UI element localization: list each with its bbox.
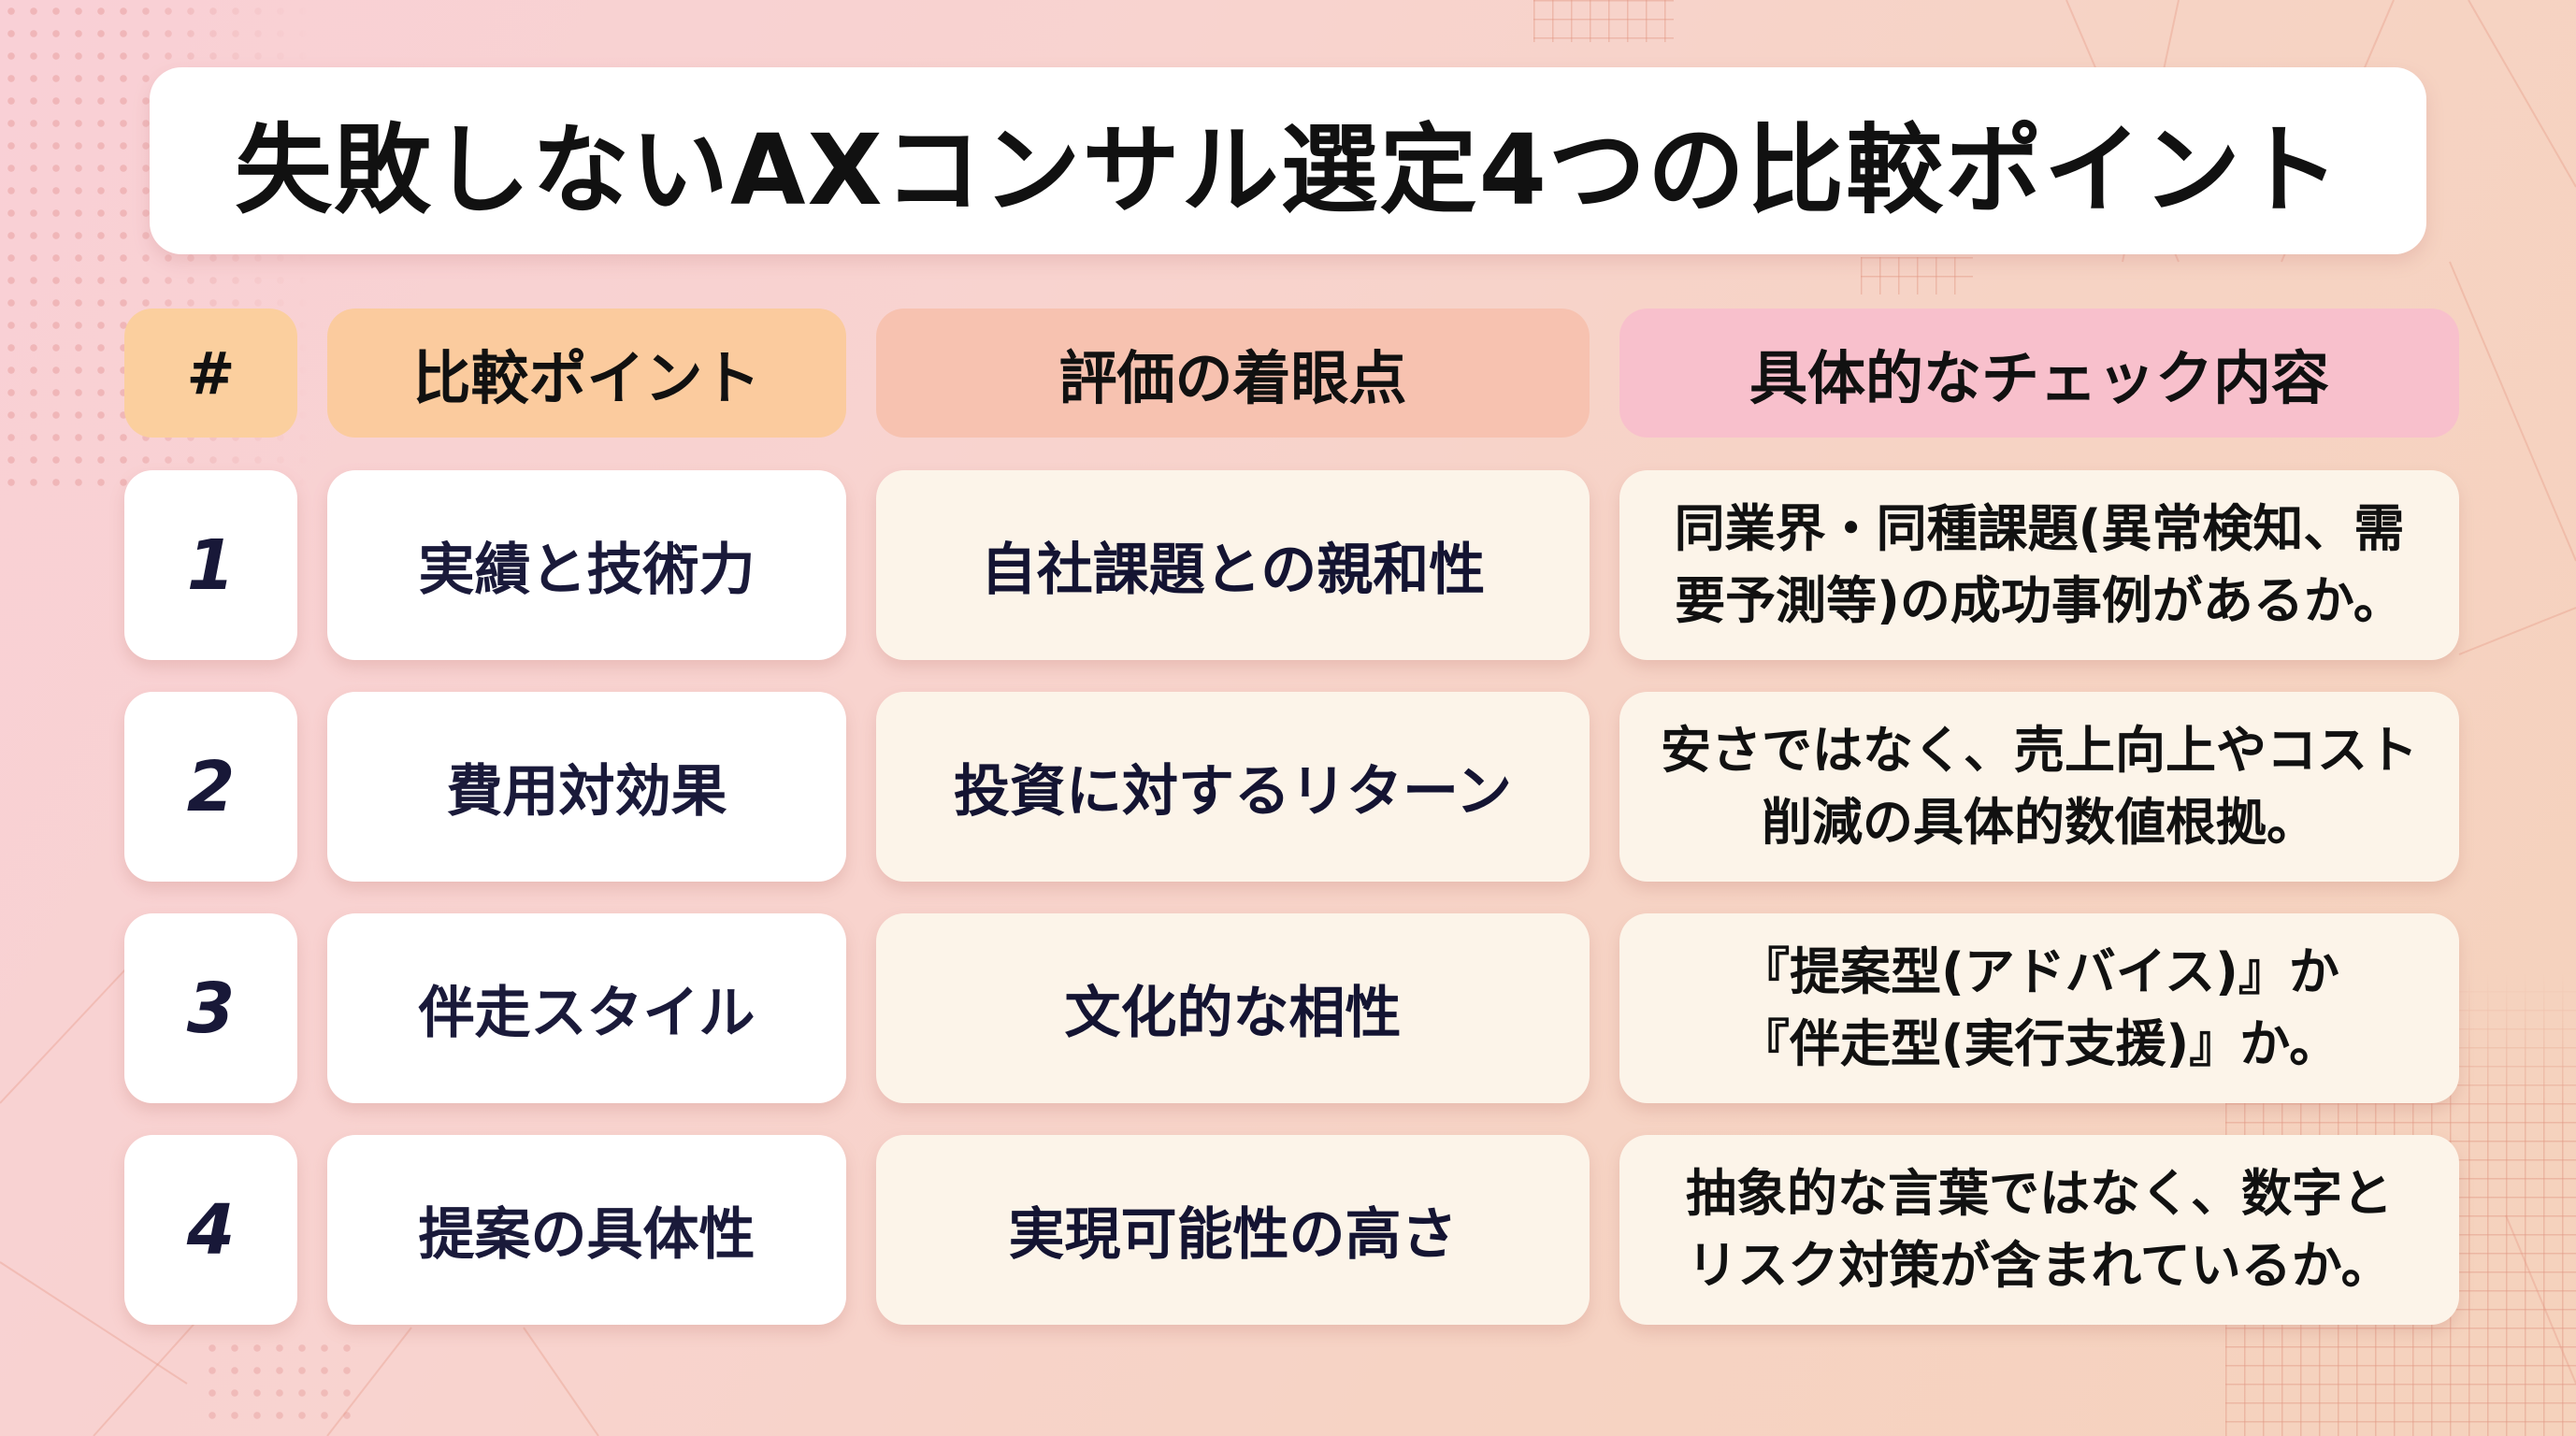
table-row-1-focus: 自社課題との親和性 xyxy=(876,470,1590,660)
table-row-3-focus: 文化的な相性 xyxy=(876,913,1590,1103)
check-detail: 安さではなく、売上向上やコスト 削減の具体的数値根拠。 xyxy=(1661,720,2418,852)
table-row-1-point: 実績と技術力 xyxy=(327,470,846,660)
header-comparison-point-label: 比較ポイント xyxy=(412,344,761,412)
comparison-point: 実績と技術力 xyxy=(418,538,756,603)
dot-pattern-bottom-left xyxy=(201,1337,360,1430)
check-detail: 抽象的な言葉ではなく、数字と リスク対策が含まれているか。 xyxy=(1686,1163,2393,1295)
table-row-4-number: 4 xyxy=(124,1135,297,1325)
table-row-3-number: 3 xyxy=(124,913,297,1103)
evaluation-focus: 文化的な相性 xyxy=(1064,981,1402,1046)
header-check-details-label: 具体的なチェック内容 xyxy=(1749,344,2329,412)
table-row-3-point: 伴走スタイル xyxy=(327,913,846,1103)
table-row-3-detail: 『提案型(アドバイス)』か 『伴走型(実行支援)』か。 xyxy=(1619,913,2459,1103)
page-title: 失敗しないAXコンサル選定4つの比較ポイント xyxy=(234,112,2342,227)
grid-pattern-top xyxy=(1533,0,1674,42)
header-number: # xyxy=(124,309,297,438)
table-row-2-detail: 安さではなく、売上向上やコスト 削減の具体的数値根拠。 xyxy=(1619,692,2459,882)
evaluation-focus: 実現可能性の高さ xyxy=(1008,1202,1458,1268)
check-detail: 同業界・同種課題(異常検知、需 要予測等)の成功事例があるか。 xyxy=(1674,498,2405,630)
header-check-details: 具体的なチェック内容 xyxy=(1619,309,2459,438)
row-number: 3 xyxy=(186,968,236,1049)
evaluation-focus: 投資に対するリターン xyxy=(954,759,1512,825)
title-card: 失敗しないAXコンサル選定4つの比較ポイント xyxy=(150,67,2426,254)
table-row-4-focus: 実現可能性の高さ xyxy=(876,1135,1590,1325)
table-row-1-number: 1 xyxy=(124,470,297,660)
table-row-2-number: 2 xyxy=(124,692,297,882)
table-row-2-focus: 投資に対するリターン xyxy=(876,692,1590,882)
table-row-4-point: 提案の具体性 xyxy=(327,1135,846,1325)
table-row-2-point: 費用対効果 xyxy=(327,692,846,882)
check-detail: 『提案型(アドバイス)』か 『伴走型(実行支援)』か。 xyxy=(1738,941,2340,1073)
grid-pattern-mid xyxy=(1861,257,1973,294)
table-row-4-detail: 抽象的な言葉ではなく、数字と リスク対策が含まれているか。 xyxy=(1619,1135,2459,1325)
row-number: 4 xyxy=(186,1189,236,1271)
row-number: 1 xyxy=(186,524,236,606)
comparison-point: 伴走スタイル xyxy=(418,981,756,1046)
header-comparison-point: 比較ポイント xyxy=(327,309,846,438)
header-number-label: # xyxy=(186,338,236,408)
evaluation-focus: 自社課題との親和性 xyxy=(980,538,1486,603)
row-number: 2 xyxy=(186,746,236,827)
comparison-point: 提案の具体性 xyxy=(418,1202,756,1268)
comparison-point: 費用対効果 xyxy=(446,759,727,825)
header-evaluation-focus-label: 評価の着眼点 xyxy=(1058,344,1407,412)
table-row-1-detail: 同業界・同種課題(異常検知、需 要予測等)の成功事例があるか。 xyxy=(1619,470,2459,660)
header-evaluation-focus: 評価の着眼点 xyxy=(876,309,1590,438)
